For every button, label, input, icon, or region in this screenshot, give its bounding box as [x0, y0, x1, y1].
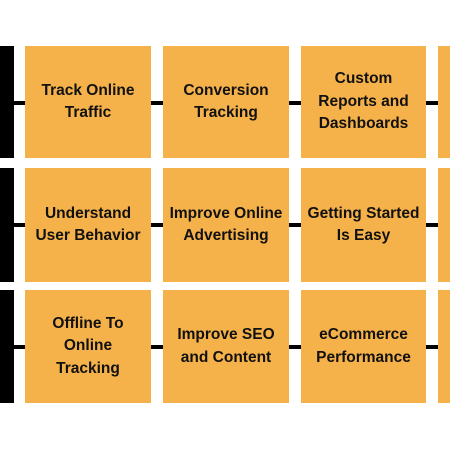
- row-3-box-2: Improve SEO and Content: [163, 290, 289, 403]
- box-label: Offline To Online Tracking: [52, 314, 124, 377]
- row-2-connector-3: [426, 223, 438, 227]
- row-1-connector-1: [151, 101, 163, 105]
- row-3-left-bar: [0, 290, 14, 403]
- row-1-box-1: Track Online Traffic: [25, 46, 151, 158]
- row-3-edge-box: [438, 290, 450, 403]
- box-label: Understand User Behavior: [35, 204, 141, 244]
- box-label: Custom Reports and Dashboards: [318, 70, 409, 133]
- row-2-connector-left: [14, 223, 25, 227]
- row-1-connector-3: [426, 101, 438, 105]
- row-2-box-2: Improve Online Advertising: [163, 168, 289, 282]
- row-2-edge-box: [438, 168, 450, 282]
- box-label: eCommerce Performance: [316, 326, 411, 366]
- box-label: Conversion Tracking: [183, 81, 269, 121]
- box-label: Improve SEO and Content: [177, 326, 275, 366]
- row-3-connector-1: [151, 345, 163, 349]
- row-3-box-3: eCommerce Performance: [301, 290, 426, 403]
- row-1-edge-box: [438, 46, 450, 158]
- row-3-connector-left: [14, 345, 25, 349]
- row-2-connector-2: [289, 223, 301, 227]
- row-2-box-1: Understand User Behavior: [25, 168, 151, 282]
- row-1-box-2: Conversion Tracking: [163, 46, 289, 158]
- row-1-left-bar: [0, 46, 14, 158]
- box-label: Improve Online Advertising: [169, 204, 283, 244]
- row-1-box-3: Custom Reports and Dashboards: [301, 46, 426, 158]
- row-2-box-3: Getting Started Is Easy: [301, 168, 426, 282]
- row-3-box-1: Offline To Online Tracking: [25, 290, 151, 403]
- row-2-connector-1: [151, 223, 163, 227]
- row-3-connector-3: [426, 345, 438, 349]
- box-label: Track Online Traffic: [41, 81, 135, 121]
- row-1-connector-left: [14, 101, 25, 105]
- box-label: Getting Started Is Easy: [307, 204, 420, 244]
- row-1-connector-2: [289, 101, 301, 105]
- row-3-connector-2: [289, 345, 301, 349]
- row-2-left-bar: [0, 168, 14, 282]
